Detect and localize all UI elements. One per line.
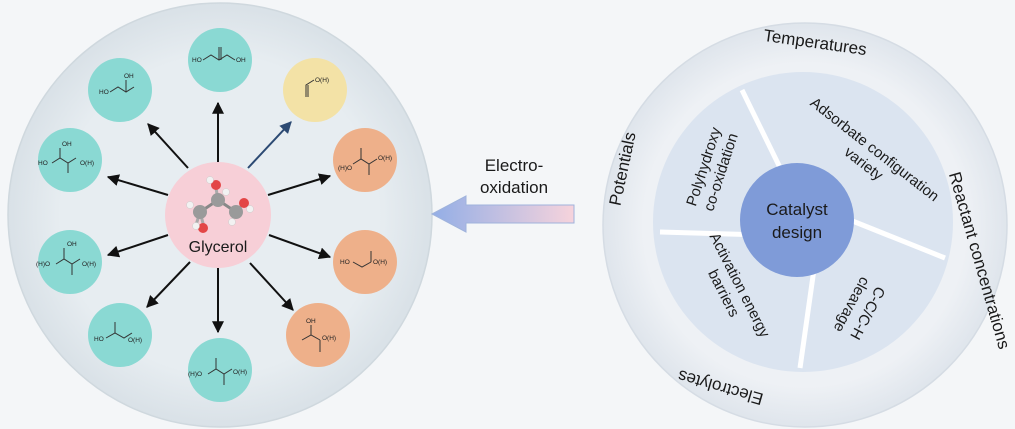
svg-text:OH: OH [67, 241, 77, 248]
svg-text:OH: OH [236, 57, 246, 64]
glycerol-molecule [165, 162, 271, 268]
process-label-line2: oxidation [480, 178, 548, 197]
svg-text:(H)O: (H)O [36, 261, 50, 268]
arrow-to-glycolic [268, 234, 332, 259]
svg-text:OH: OH [62, 141, 72, 148]
product-hydroxypyruvic: HO O(H) [88, 303, 152, 367]
catalyst-core [740, 163, 854, 277]
arrow-to-hydroxypyruvic [146, 261, 191, 308]
svg-text:O(H): O(H) [233, 369, 247, 376]
arrow-to-glyceric [106, 174, 169, 196]
svg-text:OH: OH [124, 73, 134, 80]
svg-text:(H)O: (H)O [188, 371, 202, 378]
svg-text:O(H): O(H) [128, 337, 142, 344]
arrow-to-formic [247, 121, 292, 169]
svg-text:HO: HO [340, 259, 350, 266]
svg-text:O(H): O(H) [315, 77, 329, 84]
svg-text:HO: HO [38, 160, 48, 167]
electrooxidation-arrow [430, 195, 575, 233]
arrow-to-oxalic [267, 173, 332, 196]
svg-text:HO: HO [192, 57, 202, 64]
product-glyceric: HO OH O(H) [38, 128, 102, 192]
svg-text:HO: HO [94, 336, 104, 343]
arrow-to-glyceraldehyde [147, 123, 189, 169]
svg-text:OH: OH [306, 318, 316, 325]
product-lactic: OH O(H) [286, 303, 350, 367]
product-dha: HO OH [188, 28, 252, 92]
arrow-to-tartronic [106, 234, 169, 258]
svg-text:O(H): O(H) [373, 259, 387, 266]
svg-text:O(H): O(H) [378, 155, 392, 162]
svg-text:O(H): O(H) [322, 335, 336, 342]
reaction-arrows [106, 101, 332, 334]
svg-text:O(H): O(H) [80, 160, 94, 167]
product-oxalic: (H)O O(H) [333, 128, 397, 192]
svg-text:(H)O: (H)O [338, 165, 352, 172]
catalyst-core-line2: design [772, 223, 822, 242]
svg-text:O(H): O(H) [82, 261, 96, 268]
glycerol-label: Glycerol [189, 239, 248, 256]
arrow-to-lactic [249, 262, 294, 311]
product-formic: O(H) [283, 58, 347, 122]
product-tartronic: (H)O OH O(H) [36, 230, 102, 294]
catalyst-core-line1: Catalyst [766, 200, 828, 219]
ring-separators [659, 88, 946, 369]
product-mesoxalic: (H)O O(H) [188, 338, 252, 402]
process-label-line1: Electro- [485, 156, 544, 175]
svg-text:HO: HO [99, 89, 109, 96]
product-glyceraldehyde: HO OH [88, 58, 152, 122]
product-glycolic: HO O(H) [333, 230, 397, 294]
